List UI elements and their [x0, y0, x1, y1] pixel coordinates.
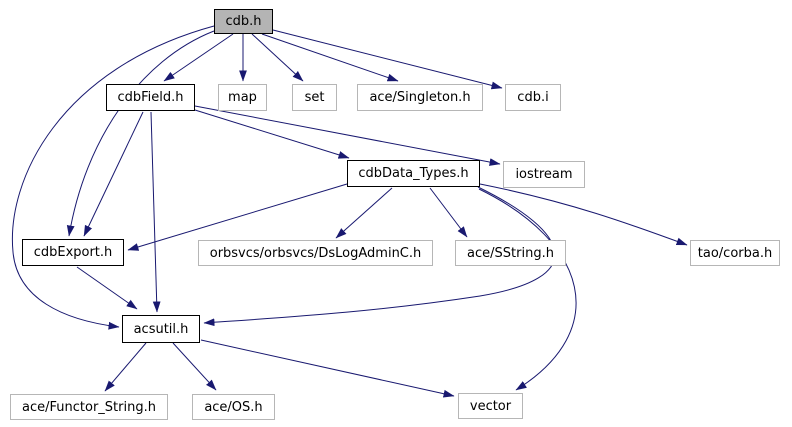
edge-cdbfield-h-to-cdbexport-h: [83, 111, 144, 237]
edge-cdbdata-types-h-to-tao-corba-h: [479, 183, 688, 246]
node-acsutil-h[interactable]: acsutil.h: [122, 315, 200, 343]
edge-cdbdata-types-h-to-acsutil-h: [203, 186, 556, 327]
edge-acsutil-h-to-ace-functor-string-h: [104, 342, 147, 392]
node-ace-singleton-h: ace/Singleton.h: [357, 84, 483, 111]
edge-cdbdata-types-h-to-cdbexport-h: [127, 183, 348, 251]
edge-cdb-h-to-cdbfield-h: [163, 33, 234, 82]
edge-cdbfield-h-to-iostream: [194, 105, 501, 166]
edge-cdbdata-types-h-to-vector: [478, 188, 577, 391]
edge-cdb-h-to-set: [251, 33, 304, 82]
node-vector: vector: [458, 393, 523, 419]
node-iostream: iostream: [503, 161, 585, 188]
node-cdbexport-h[interactable]: cdbExport.h: [22, 239, 124, 266]
edge-cdbdata-types-h-to-ace-sstring-h: [429, 187, 468, 238]
edge-cdbdata-types-h-to-dslogadminc-h: [335, 187, 393, 239]
node-dslogadminc-h: orbsvcs/orbsvcs/DsLogAdminC.h: [198, 240, 433, 266]
node-tao-corba-h: tao/corba.h: [690, 240, 780, 266]
edge-cdb-h-to-cdb-i: [272, 29, 503, 90]
node-ace-functor-string-h: ace/Functor_String.h: [10, 394, 168, 420]
edge-cdbfield-h-to-acsutil-h: [150, 111, 161, 313]
edge-acsutil-h-to-ace-os-h: [172, 342, 217, 391]
node-ace-os-h: ace/OS.h: [192, 394, 275, 420]
edge-acsutil-h-to-vector: [200, 339, 455, 398]
edge-cdb-h-to-acsutil-h: [11, 25, 215, 330]
edge-cdbexport-h-to-acsutil-h: [76, 266, 138, 310]
node-cdb-i: cdb.i: [505, 84, 561, 111]
node-cdb-h[interactable]: cdb.h: [214, 9, 273, 34]
node-map: map: [218, 84, 267, 111]
node-set: set: [292, 84, 337, 111]
node-ace-sstring-h: ace/SString.h: [455, 240, 566, 266]
node-cdbdata-types-h[interactable]: cdbData_Types.h: [347, 160, 480, 187]
node-cdbfield-h[interactable]: cdbField.h: [106, 84, 195, 111]
edge-cdbfield-h-to-cdbdata-types-h: [194, 109, 350, 159]
edge-cdb-h-to-ace-singleton-h: [261, 33, 399, 82]
